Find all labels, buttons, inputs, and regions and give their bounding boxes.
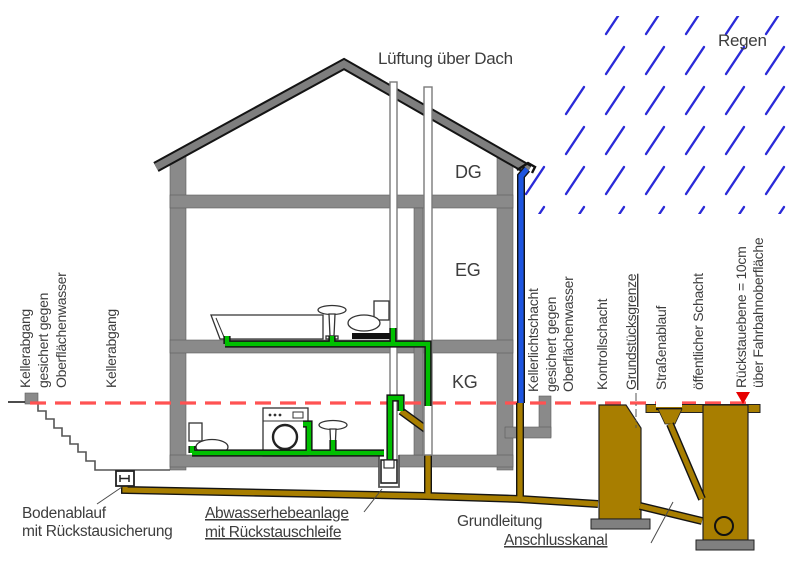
roof-outline [153,57,532,175]
bathtub-inner-line [215,317,225,338]
sewer-channel [714,516,734,536]
label-ground-pipe: Grundleitung [457,513,542,530]
label-cellar-exit-secured-2: gesichert gegen [35,293,51,388]
rain-downpipe [518,167,529,403]
label-backflow-level-2: über Fahrbahnoberfläche [750,237,766,388]
label-public-shaft: öffentlicher Schacht [690,273,706,390]
backflow-level-marker [736,392,750,404]
inspection-shaft-base [590,518,651,530]
interior-wall [413,207,424,456]
toilet-eg-tank [373,300,390,321]
dg-floor-slab [169,194,514,209]
washbasin-eg-pedestal [328,313,336,337]
washing-machine-knob [273,413,277,417]
leader-floor-drain [96,486,123,505]
kg-floor-slab-right [398,454,514,468]
rain-field [500,16,793,214]
street-drain-funnel [657,408,683,425]
waste-pipes-green [189,328,431,460]
label-light-shaft-1: Kellerlichtschacht [525,288,541,392]
bathtub [210,314,324,340]
label-lifting-plant-1: Abwasserhebeanlage [205,505,349,522]
label-property-boundary: Grundstücksgrenze [623,273,639,390]
cellar-stairs [37,404,170,471]
label-cellar-exit-secured-1: Kellerabgang [17,309,33,388]
label-lifting-plant-2: mit Rückstauschleife [205,524,341,541]
public-shaft-base [695,539,755,551]
label-street-drain: Straßenablauf [653,306,669,390]
label-cellar-exit: Kellerabgang [103,309,119,388]
label-floor-dg: DG [455,162,481,182]
washing-machine-knob [278,413,282,417]
sanitary-fixtures [188,300,392,457]
washing-machine-door [271,423,299,451]
light-shaft-floor [504,426,552,439]
label-floor-drain-1: Bodenablauf [22,505,107,522]
roof [154,59,531,174]
label-inspection-shaft: Kontrollschacht [594,298,610,390]
label-floor-drain-2: mit Rückstausicherung [22,523,173,540]
washbasin-eg-bowl [317,304,347,316]
label-rain: Regen [718,31,767,50]
soil-stack [423,86,433,456]
label-connection-channel: Anschlusskanal [504,532,608,549]
gutter [516,161,537,174]
street-drain-opening [656,400,682,407]
toilet-eg-bowl [347,314,381,332]
lifting-plant-cap [383,459,395,469]
label-floor-kg: KG [452,372,477,392]
toilet-eg-base [352,333,392,339]
washing-machine-knob [268,413,272,417]
label-ventilation: Lüftung über Dach [378,49,513,68]
leader-connection-channel [650,501,674,544]
label-floor-eg: EG [455,260,480,280]
label-backflow-level-1: Rückstauebene = 10cm [733,247,749,388]
toilet-kg-tank [188,422,203,442]
label-light-shaft-2: gesichert gegen [543,297,559,392]
leader-lifting-plant [363,488,383,513]
washing-machine-display [292,411,304,419]
label-light-shaft-3: Oberflächenwasser [560,276,576,392]
label-cellar-exit-secured-3: Oberflächenwasser [53,272,69,388]
backflow-valve-icon [119,475,130,482]
washbasin-kg-bowl [318,419,348,431]
kg-floor-slab-left [169,454,380,468]
sewer-infrastructure [590,400,761,551]
inspection-shaft [598,404,642,520]
